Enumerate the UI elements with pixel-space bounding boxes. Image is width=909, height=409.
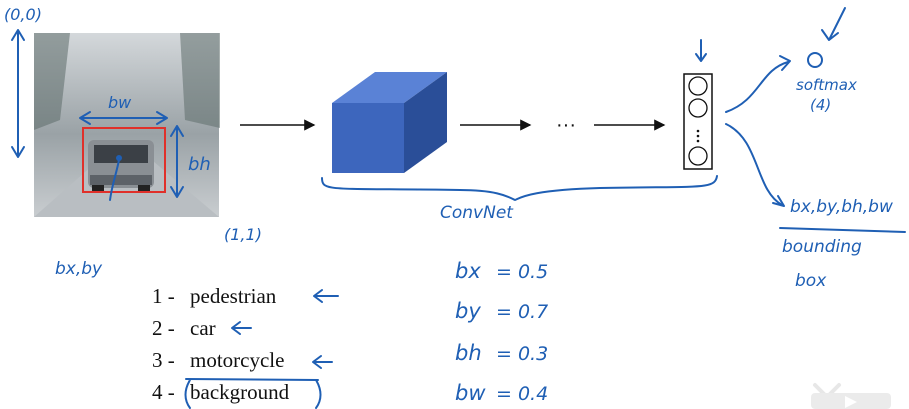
bounding-box [82, 127, 166, 193]
value-key: bw [455, 381, 486, 405]
class-item: 2 - car [152, 316, 216, 340]
class-name: car [190, 316, 216, 340]
bbox-arrowhead [772, 195, 785, 207]
class-name: pedestrian [190, 284, 277, 308]
convnet-cube [332, 72, 447, 173]
class-marks [231, 289, 339, 369]
output-vector [683, 73, 713, 170]
center-pointer [109, 159, 120, 201]
class-item: 4 - background [152, 380, 290, 404]
bw-label: bw [108, 93, 132, 112]
value-eq: = 0.4 [496, 383, 548, 405]
background-box-mark [184, 378, 322, 409]
class-number: 3 - [152, 348, 175, 372]
value-key: bx [455, 259, 481, 283]
center-point [116, 155, 122, 161]
bh-annotation [170, 125, 184, 198]
value-list: bx = 0.5 by = 0.7 bh = 0.3 bw = 0.4 [455, 259, 548, 405]
softmax-pointer-arrow [821, 7, 846, 41]
output-pointer-arrow [695, 39, 707, 62]
value-eq: = 0.3 [496, 343, 548, 365]
bxby-label: bx,by [55, 259, 103, 279]
height-axis-arrow [11, 29, 25, 158]
class-number: 1 - [152, 284, 175, 308]
box-label: box [795, 271, 827, 291]
class-number: 4 - [152, 380, 175, 404]
softmax-label: softmax [796, 76, 857, 94]
class-item: 3 - motorcycle [152, 348, 284, 372]
origin-label: (0,0) [4, 5, 42, 24]
softmax-branch-arrow [725, 61, 789, 113]
bbox-branch-arrow [725, 123, 783, 206]
end-label: (1,1) [224, 225, 262, 244]
ellipsis: ··· [556, 114, 576, 136]
class-item: 1 - pedestrian [152, 284, 277, 308]
value-key: bh [455, 341, 482, 365]
value-eq: = 0.5 [496, 261, 548, 283]
class-list: 1 - pedestrian 2 - car 3 - motorcycle 4 … [152, 284, 290, 404]
output-vector-label: bx,by,bh,bw [790, 197, 893, 217]
softmax-count: (4) [810, 96, 831, 114]
class-name: motorcycle [190, 348, 284, 372]
convnet-brace [321, 175, 718, 201]
car-image [34, 33, 220, 217]
class-name: background [190, 380, 290, 404]
play-icon[interactable] [805, 379, 897, 409]
softmax-arrowhead [779, 55, 791, 71]
bw-annotation [79, 111, 168, 125]
value-key: by [455, 299, 481, 323]
softmax-output-node [807, 52, 823, 68]
bounding-label: bounding [782, 237, 862, 257]
convnet-label: ConvNet [440, 203, 514, 223]
bh-label: bh [188, 154, 211, 175]
value-eq: = 0.7 [496, 301, 548, 323]
class-number: 2 - [152, 316, 175, 340]
bbox-underline [779, 227, 906, 233]
